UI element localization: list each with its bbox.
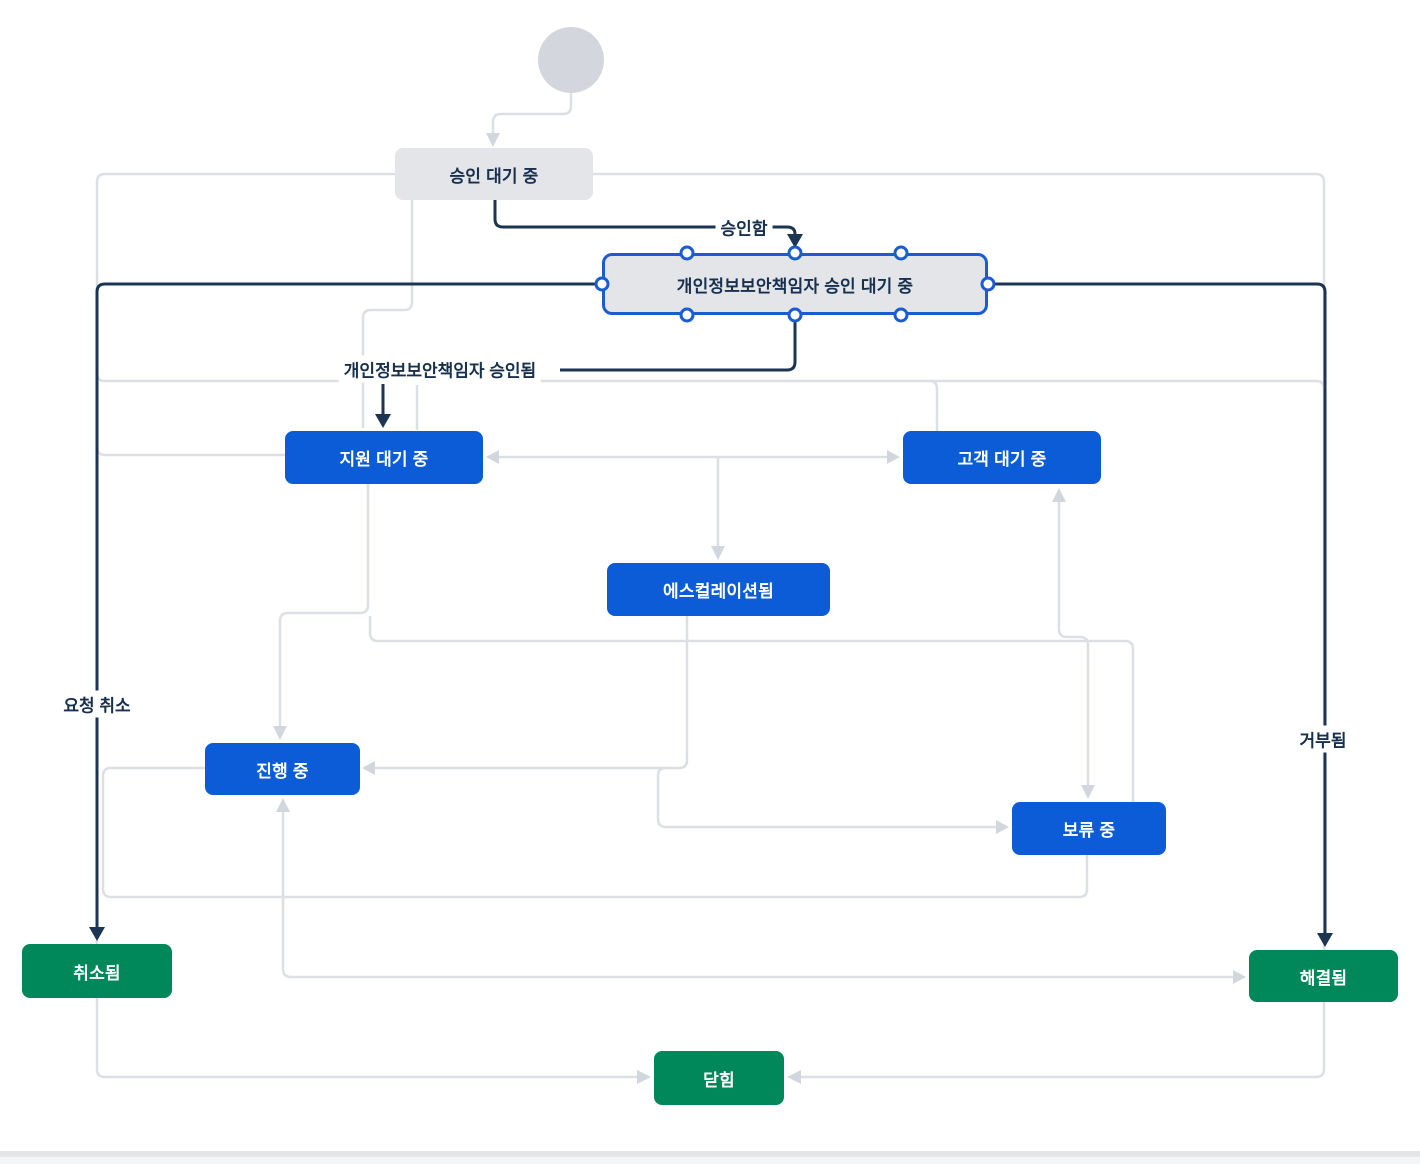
transition-label-approve[interactable]: 승인함 — [715, 213, 773, 241]
status-node-escalated[interactable]: 에스컬레이션됨 — [607, 563, 830, 616]
connection-handle-bottom-left[interactable] — [679, 307, 695, 323]
start-node[interactable] — [538, 27, 604, 93]
transition-label-rejected[interactable]: 거부됨 — [1294, 725, 1352, 753]
transition-label-cancel-request[interactable]: 요청 취소 — [58, 690, 136, 718]
connection-handle-right[interactable] — [980, 276, 996, 292]
status-node-on-hold[interactable]: 보류 중 — [1012, 802, 1166, 855]
status-node-closed[interactable]: 닫힘 — [654, 1051, 784, 1105]
transition-label-ciso-approved[interactable]: 개인정보보안책임자 승인됨 — [338, 355, 542, 383]
canvas-bottom-panel-edge — [0, 1157, 1420, 1164]
status-node-canceled[interactable]: 취소됨 — [22, 944, 172, 998]
connection-handle-top-right[interactable] — [893, 245, 909, 261]
status-node-pending-approval[interactable]: 승인 대기 중 — [395, 148, 593, 200]
status-node-waiting-customer[interactable]: 고객 대기 중 — [903, 431, 1101, 484]
connection-handle-top-left[interactable] — [679, 245, 695, 261]
connection-handle-bottom-center[interactable] — [787, 307, 803, 323]
connection-handle-top-center[interactable] — [787, 245, 803, 261]
connection-handle-bottom-right[interactable] — [893, 307, 909, 323]
status-node-waiting-support[interactable]: 지원 대기 중 — [285, 431, 483, 484]
status-node-resolved[interactable]: 해결됨 — [1249, 950, 1398, 1002]
canvas-bottom-divider — [0, 1151, 1420, 1157]
connection-handle-left[interactable] — [594, 276, 610, 292]
status-node-ciso-approval-selected[interactable]: 개인정보보안책임자 승인 대기 중 — [602, 253, 988, 315]
status-node-in-progress[interactable]: 진행 중 — [205, 743, 360, 795]
